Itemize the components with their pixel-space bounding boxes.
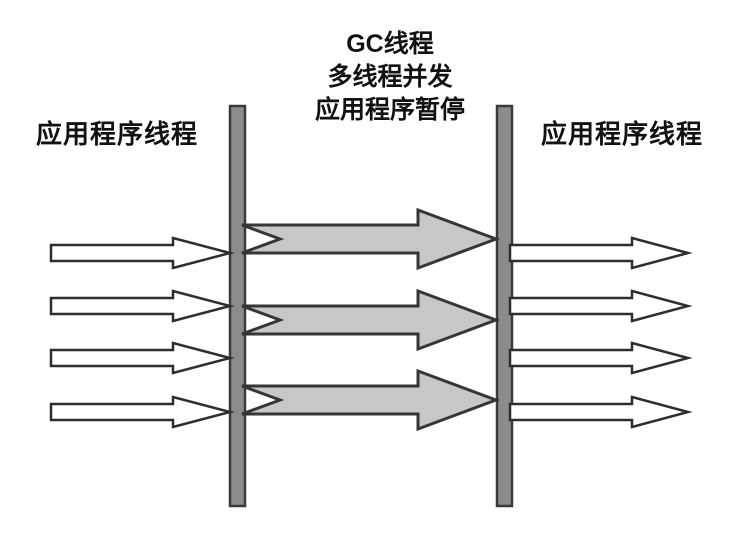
- gc-phase-label-line1: GC线程: [346, 30, 434, 58]
- gc-thread-arrow-1: [241, 207, 501, 271]
- left-app-thread-arrow-2: [49, 289, 235, 323]
- left-app-thread-arrow-4: [49, 395, 235, 429]
- right-app-threads-label: 应用程序线程: [541, 119, 704, 149]
- right-app-thread-arrow-4: [508, 395, 693, 429]
- gc-phase-label-line3: 应用程序暂停: [314, 96, 465, 124]
- gc-thread-arrow-2: [241, 288, 501, 352]
- gc-phase-label-line2: 多线程并发: [327, 63, 453, 91]
- gc-thread-arrow-3: [241, 368, 501, 432]
- right-app-thread-arrow-2: [508, 289, 693, 323]
- left-app-thread-arrow-1: [49, 236, 235, 270]
- right-app-thread-arrow-1: [508, 236, 693, 270]
- left-app-thread-arrow-3: [49, 341, 235, 375]
- gc-phase-label: GC线程 多线程并发 应用程序暂停: [250, 28, 530, 127]
- right-app-thread-arrow-3: [508, 341, 693, 375]
- left-app-threads-label: 应用程序线程: [36, 119, 199, 149]
